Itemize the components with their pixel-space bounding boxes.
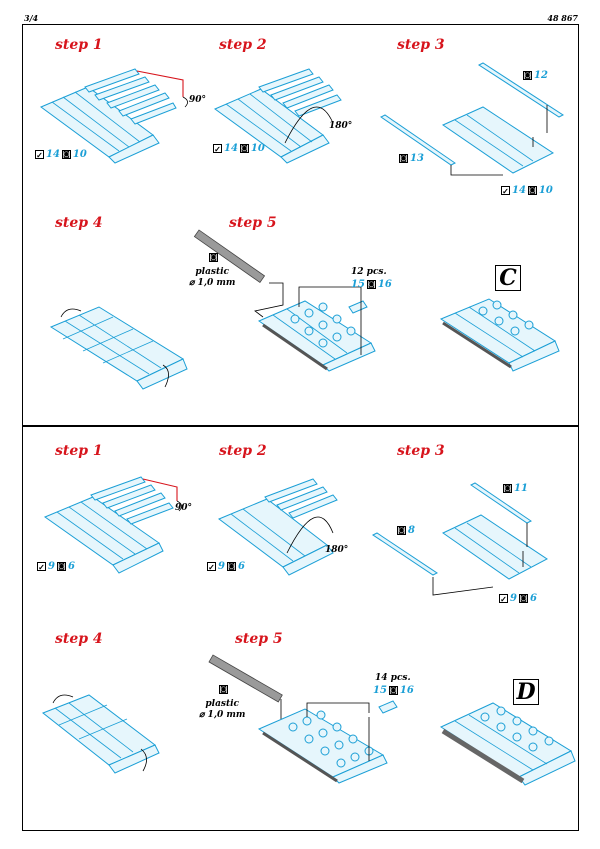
d-step4-arrows <box>52 694 147 772</box>
d-step2-angle: 180° <box>325 545 349 555</box>
c-step3-top-ref: ◙ 12 <box>523 70 548 81</box>
d-step1-ref: ✓ 9 ◙ 6 <box>37 561 75 572</box>
d-rod-label: plastic ⌀ 1,0 mm <box>199 699 246 720</box>
d-pcs-label: 14 pcs. <box>375 673 411 683</box>
c-step3-leaders <box>450 105 548 176</box>
bend-icon: ✓ <box>213 143 222 154</box>
bend-icon: ✓ <box>37 561 46 572</box>
c-step2-title: step 2 <box>219 37 267 53</box>
variant-c-label: C <box>495 265 521 291</box>
d-step2-ref: ✓ 9 ◙ 6 <box>207 561 245 572</box>
photo-etch-part-icon: ◙ <box>56 562 66 571</box>
d-step5-ref: 15 ◙ 16 <box>373 685 414 696</box>
c-step4-arrows <box>60 308 169 388</box>
bend-icon: ✓ <box>501 185 510 196</box>
panel-d-drawings <box>42 476 576 786</box>
photo-etch-part-icon: ◙ <box>388 686 398 695</box>
panel-variant-d: step 1 step 2 step 3 step 4 step 5 90° ✓… <box>22 426 579 831</box>
panel-variant-c: step 1 step 2 step 3 step 4 step 5 90° ✓… <box>22 24 579 426</box>
c-step2-arrow <box>284 106 334 144</box>
c-step4-title: step 4 <box>55 215 103 231</box>
d-step2-arrow <box>286 516 334 554</box>
c-step3-parts <box>380 62 565 174</box>
c-step5-leaders <box>298 286 362 355</box>
photo-etch-part-icon: ◙ <box>209 253 218 262</box>
c-step2-angle: 180° <box>329 121 353 131</box>
d-step1-arrow <box>176 500 182 512</box>
photo-etch-part-icon: ◙ <box>219 685 228 694</box>
page-number: 3/4 <box>24 13 39 23</box>
c-rod-leader <box>254 282 284 318</box>
d-step3-parts <box>372 482 548 580</box>
c-step1-angle: 90° <box>189 95 207 105</box>
d-step1-angle: 90° <box>175 503 193 513</box>
c-step2-ref: ✓ 14 ◙ 10 <box>213 143 265 154</box>
c-result-part <box>439 298 560 372</box>
d-step5-part <box>257 708 388 784</box>
photo-etch-part-icon: ◙ <box>239 144 249 153</box>
c-step4-part <box>49 306 188 390</box>
c-step5-ref: 15 ◙ 16 <box>351 279 392 290</box>
photo-etch-part-icon: ◙ <box>523 71 532 80</box>
c-step3-ref: ✓ 14 ◙ 10 <box>501 185 553 196</box>
c-rod <box>193 229 266 283</box>
photo-etch-part-icon: ◙ <box>503 484 512 493</box>
d-step3-left-ref: ◙ 8 <box>397 525 415 536</box>
d-step3-title: step 3 <box>397 443 445 459</box>
d-step4-title: step 4 <box>55 631 103 647</box>
d-step5-leaders <box>306 702 370 761</box>
d-step3-top-ref: ◙ 11 <box>503 483 528 494</box>
panel-c-drawings <box>39 62 565 390</box>
d-step4-part <box>42 694 160 774</box>
c-bracket-part <box>348 300 368 314</box>
photo-etch-part-icon: ◙ <box>61 150 71 159</box>
c-pcs-label: 12 pcs. <box>351 267 387 277</box>
bend-icon: ✓ <box>35 149 44 160</box>
sheet-code: 48 867 <box>547 13 578 23</box>
c-step1-part <box>39 68 177 164</box>
d-step1-part <box>43 476 174 574</box>
photo-etch-part-icon: ◙ <box>399 154 408 163</box>
photo-etch-part-icon: ◙ <box>527 186 537 195</box>
c-step3-left-ref: ◙ 13 <box>399 153 424 164</box>
c-step5-part <box>257 300 376 372</box>
c-step5-title: step 5 <box>229 215 277 231</box>
d-step3-ref: ✓ 9 ◙ 6 <box>499 593 537 604</box>
d-rod <box>208 654 283 703</box>
d-step5-title: step 5 <box>235 631 283 647</box>
photo-etch-part-icon: ◙ <box>366 280 376 289</box>
d-bracket-part <box>378 700 398 714</box>
c-rod-label: plastic ⌀ 1,0 mm <box>189 267 236 288</box>
d-step2-part <box>218 478 338 576</box>
d-step1-title: step 1 <box>55 443 103 459</box>
c-step1-arrow <box>182 96 188 108</box>
d-step3-leaders <box>432 523 528 596</box>
c-step2-part <box>213 68 342 164</box>
photo-etch-part-icon: ◙ <box>518 594 528 603</box>
bend-icon: ✓ <box>499 593 508 604</box>
c-step1-title: step 1 <box>55 37 103 53</box>
d-step2-title: step 2 <box>219 443 267 459</box>
c-step1-ref: ✓ 14 ◙ 10 <box>35 149 87 160</box>
photo-etch-part-icon: ◙ <box>226 562 236 571</box>
c-step3-title: step 3 <box>397 37 445 53</box>
bend-icon: ✓ <box>207 561 216 572</box>
photo-etch-part-icon: ◙ <box>397 526 406 535</box>
variant-d-label: D <box>513 679 539 705</box>
d-result-part <box>439 702 576 786</box>
